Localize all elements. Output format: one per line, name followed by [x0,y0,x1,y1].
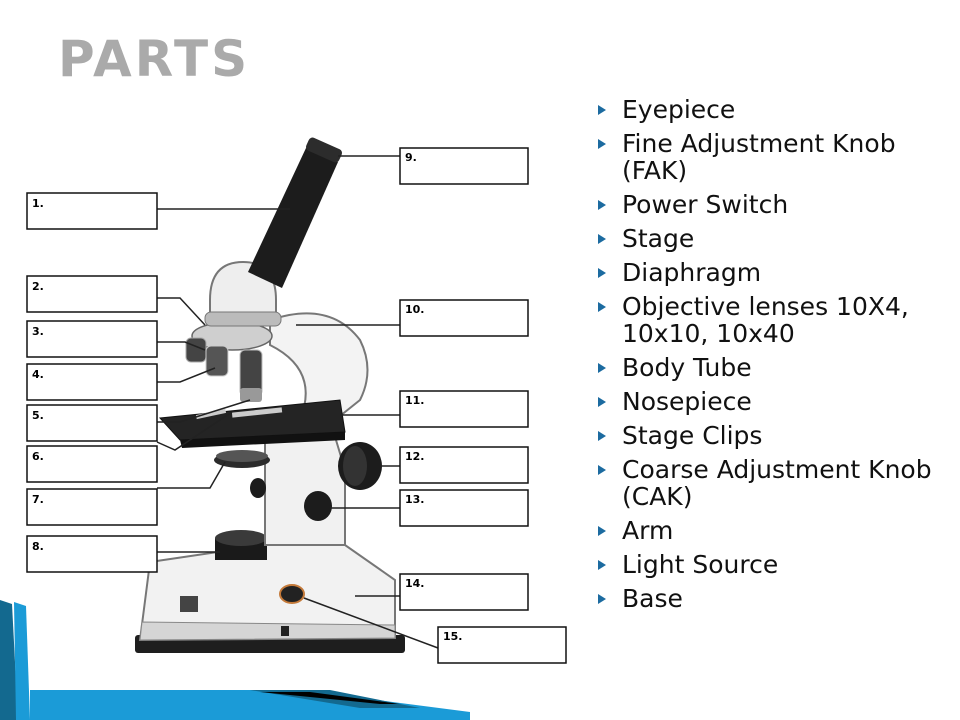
part-name: Body Tube [622,353,752,382]
label-box-number: 8. [32,540,44,553]
label-box-number: 2. [32,280,44,293]
triangle-bullet-icon [598,200,606,210]
body-tube [248,148,338,288]
triangle-bullet-icon [598,526,606,536]
label-box-7[interactable]: 7. [26,488,158,526]
label-box-number: 7. [32,493,44,506]
part-name: Arm [622,516,674,545]
fine-adjustment-knob [304,491,332,521]
label-box-number: 13. [405,493,425,506]
label-box-2[interactable]: 2. [26,275,158,313]
leader-lines [156,155,439,649]
eyepiece [305,137,343,163]
triangle-bullet-icon [598,268,606,278]
label-box-number: 12. [405,450,425,463]
label-box-12[interactable]: 12. [399,446,529,484]
label-box-11[interactable]: 11. [399,390,529,428]
triangle-bullet-icon [598,560,606,570]
list-item: Body Tube [594,354,954,381]
microscope-illustration [135,137,405,653]
list-item: Arm [594,517,954,544]
brand-logo [180,596,198,612]
list-item: Fine Adjustment Knob (FAK) [594,130,954,184]
part-name: Fine Adjustment Knob (FAK) [622,129,896,185]
part-name: Stage [622,224,695,253]
list-item: Light Source [594,551,954,578]
label-box-number: 3. [32,325,44,338]
label-box-number: 14. [405,577,425,590]
power-knob [279,584,305,604]
label-box-6[interactable]: 6. [26,445,158,483]
part-name: Stage Clips [622,421,763,450]
part-name: Power Switch [622,190,789,219]
triangle-bullet-icon [598,465,606,475]
list-item: Diaphragm [594,259,954,286]
label-box-14[interactable]: 14. [399,573,529,611]
label-box-9[interactable]: 9. [399,147,529,185]
list-item: Nosepiece [594,388,954,415]
part-name: Diaphragm [622,258,762,287]
list-item: Power Switch [594,191,954,218]
label-box-4[interactable]: 4. [26,363,158,401]
triangle-bullet-icon [598,363,606,373]
objective-lenses [185,337,263,402]
label-box-8[interactable]: 8. [26,535,158,573]
list-item: Base [594,585,954,612]
triangle-bullet-icon [598,302,606,312]
triangle-bullet-icon [598,139,606,149]
label-box-number: 10. [405,303,425,316]
stage-clip [231,407,283,418]
list-item: Eyepiece [594,96,954,123]
part-name: Base [622,584,683,613]
label-box-number: 15. [443,630,463,643]
part-name: Light Source [622,550,779,579]
list-item: Objective lenses 10X4, 10x10, 10x40 [594,293,954,347]
label-box-1[interactable]: 1. [26,192,158,230]
triangle-bullet-icon [598,594,606,604]
label-box-10[interactable]: 10. [399,299,529,337]
part-name: Coarse Adjustment Knob (CAK) [622,455,932,511]
part-name: Eyepiece [622,95,736,124]
accent-bars [0,600,470,720]
page-title: PARTS [58,30,251,88]
triangle-bullet-icon [598,234,606,244]
label-box-number: 6. [32,450,44,463]
label-box-number: 4. [32,368,44,381]
list-item: Stage Clips [594,422,954,449]
triangle-bullet-icon [598,105,606,115]
triangle-bullet-icon [598,431,606,441]
power-switch [281,626,289,636]
label-box-15[interactable]: 15. [437,626,567,664]
label-box-number: 1. [32,197,44,210]
label-box-13[interactable]: 13. [399,489,529,527]
part-name: Objective lenses 10X4, 10x10, 10x40 [622,292,909,348]
label-box-number: 9. [405,151,417,164]
triangle-bullet-icon [598,397,606,407]
parts-list: Eyepiece Fine Adjustment Knob (FAK) Powe… [594,96,954,619]
list-item: Coarse Adjustment Knob (CAK) [594,456,954,510]
part-name: Nosepiece [622,387,752,416]
label-box-number: 5. [32,409,44,422]
label-box-5[interactable]: 5. [26,404,158,442]
list-item: Stage [594,225,954,252]
label-box-3[interactable]: 3. [26,320,158,358]
label-box-number: 11. [405,394,425,407]
